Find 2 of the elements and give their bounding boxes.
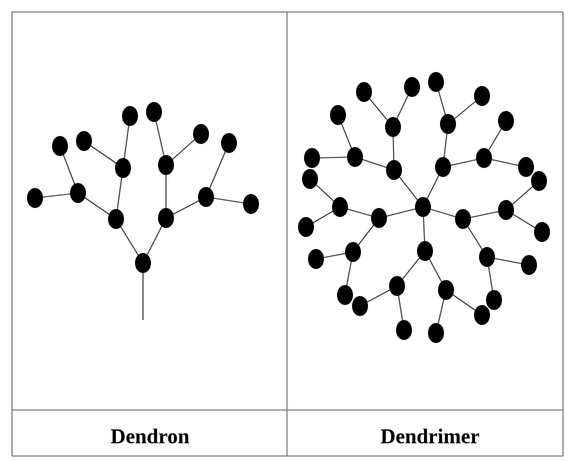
column-label: Dendron [110, 428, 190, 444]
column-label: Dendrimer [380, 428, 480, 444]
